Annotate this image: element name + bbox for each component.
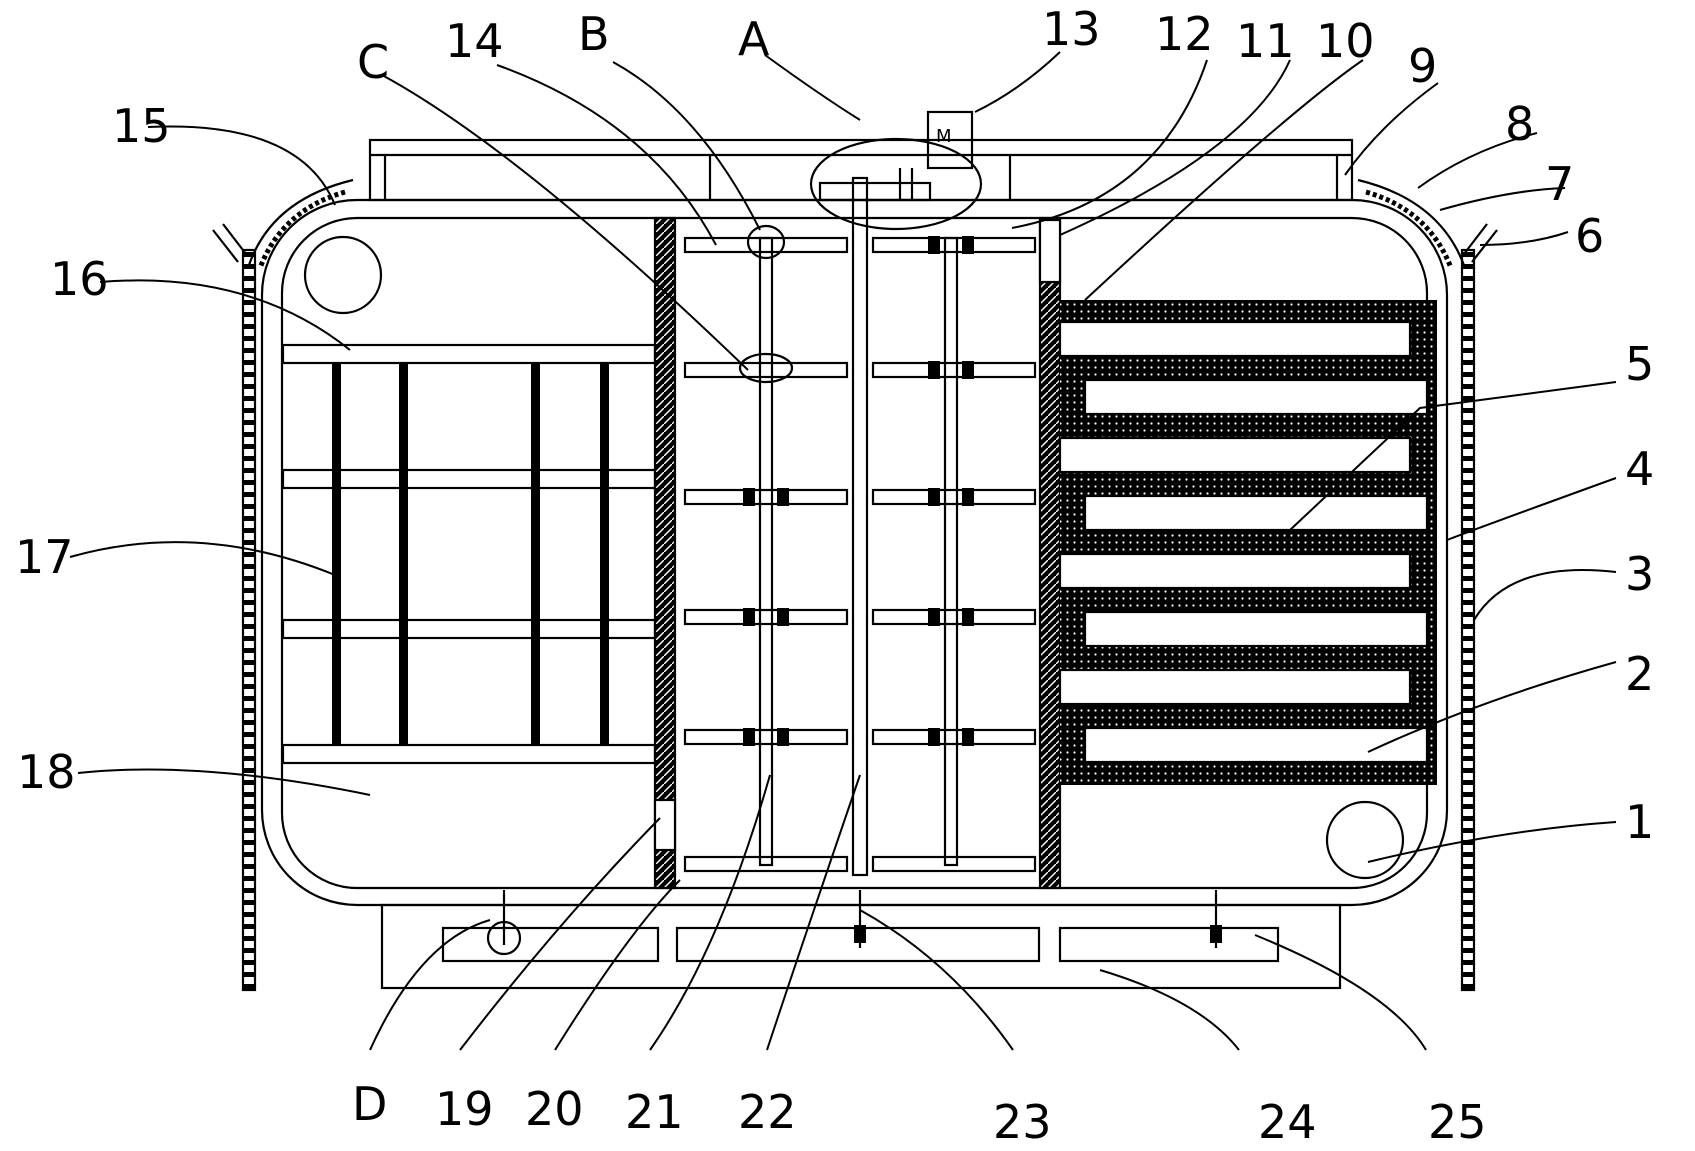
- label-17: 17: [15, 530, 74, 584]
- label-12: 12: [1155, 7, 1214, 61]
- detail-B: [746, 224, 786, 260]
- label-15: 15: [112, 99, 171, 153]
- label-6: 6: [1575, 209, 1604, 263]
- label-2: 2: [1625, 647, 1654, 701]
- shaft-right: [943, 236, 959, 867]
- motor-mark: M: [936, 126, 952, 147]
- label-21: 21: [625, 1085, 684, 1139]
- detail-C: [738, 352, 794, 384]
- right-rail: [1460, 248, 1476, 992]
- label-19: 19: [435, 1082, 494, 1136]
- partition-20: [653, 216, 677, 890]
- left-arc-guard: [246, 178, 354, 269]
- label-C: C: [357, 35, 389, 89]
- label-20: 20: [525, 1082, 584, 1136]
- stirring-area: [683, 176, 1037, 877]
- label-22: 22: [738, 1085, 797, 1139]
- label-24: 24: [1258, 1095, 1317, 1149]
- label-B: B: [578, 7, 610, 61]
- right-arc-guard: [1357, 178, 1467, 269]
- base-24: [380, 890, 1342, 990]
- label-4: 4: [1625, 442, 1654, 496]
- left-compartment: [281, 235, 657, 765]
- left-rail: [241, 248, 257, 992]
- label-23: 23: [993, 1095, 1052, 1149]
- label-3: 3: [1625, 547, 1654, 601]
- motor-housing: M: [818, 110, 974, 202]
- left-handle: [212, 223, 247, 263]
- right-handle: [1463, 223, 1498, 263]
- sensor-11: [1038, 218, 1062, 284]
- label-1: 1: [1625, 795, 1654, 849]
- label-25: 25: [1428, 1095, 1487, 1149]
- label-10: 10: [1316, 14, 1375, 68]
- right-arc-guard-inner: [1365, 189, 1454, 269]
- label-14: 14: [445, 14, 504, 68]
- leader-lines: [69, 51, 1617, 1051]
- label-7: 7: [1545, 157, 1574, 211]
- label-13: 13: [1042, 2, 1101, 56]
- label-18: 18: [17, 745, 76, 799]
- detail-D: [486, 920, 522, 956]
- label-5: 5: [1625, 337, 1654, 391]
- port-1: [1325, 800, 1405, 880]
- detail-A: [809, 137, 983, 231]
- label-8: 8: [1505, 97, 1534, 151]
- label-9: 9: [1408, 39, 1437, 93]
- label-11: 11: [1236, 14, 1295, 68]
- label-A: A: [738, 12, 770, 66]
- filter-bars-17: [332, 363, 609, 745]
- label-16: 16: [50, 252, 109, 306]
- shaft-21: [758, 236, 774, 867]
- main-shaft-22: [851, 176, 869, 877]
- sensor-19: [653, 798, 677, 852]
- port-15: [303, 235, 383, 315]
- partition-11: [1038, 216, 1062, 890]
- label-D: D: [352, 1077, 387, 1131]
- serpentine-channel-5: [1058, 300, 1437, 785]
